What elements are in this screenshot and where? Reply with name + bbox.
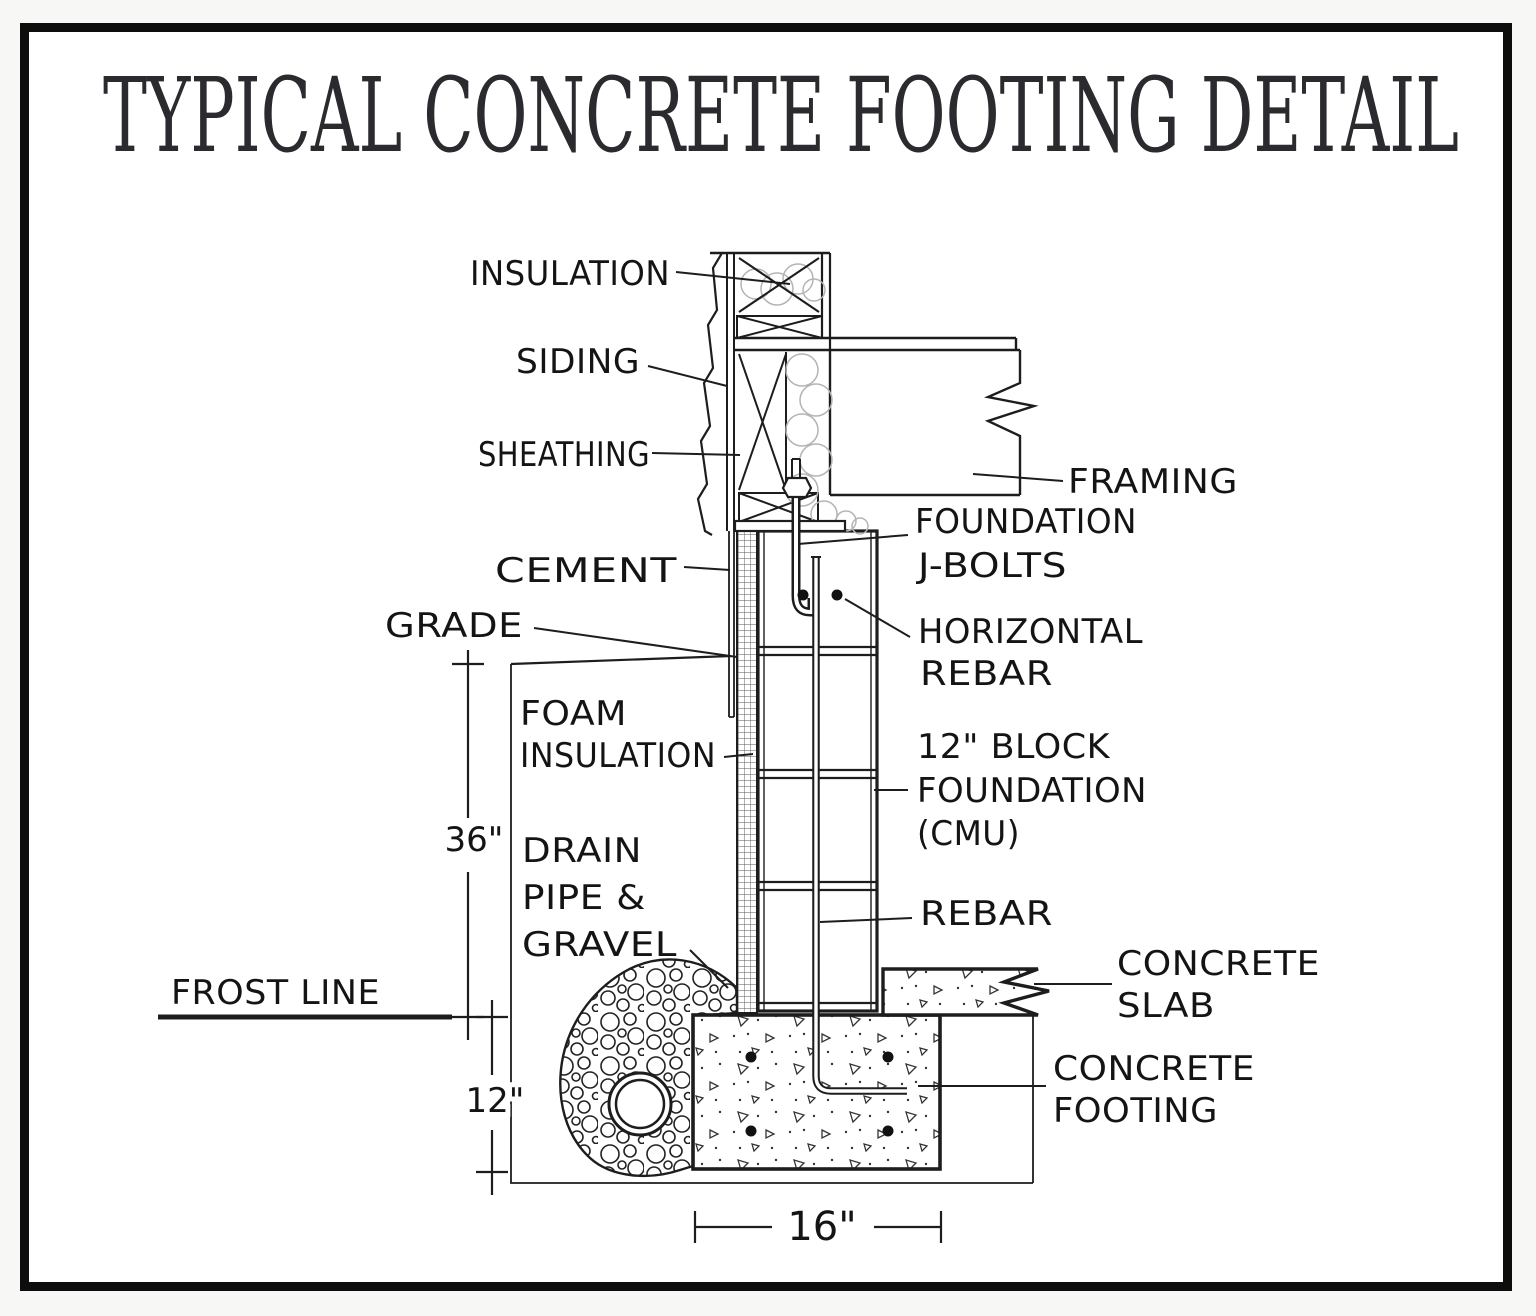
leader-rebar <box>819 917 913 923</box>
svg-text:CONCRETE: CONCRETE <box>1053 1049 1255 1089</box>
grade-line <box>510 654 732 666</box>
svg-text:DRAIN: DRAIN <box>522 831 642 871</box>
label-concrete-footing: CONCRETE FOOTING <box>918 1049 1255 1131</box>
cement-parge <box>728 531 735 718</box>
svg-text:PIPE &: PIPE & <box>522 878 646 918</box>
anchor-nut <box>781 476 813 499</box>
svg-text:REBAR: REBAR <box>920 894 1053 934</box>
drain-pipe <box>607 1071 673 1137</box>
label-horizontal-rebar: HORIZONTAL REBAR <box>844 598 1143 694</box>
leader-cement <box>683 566 731 571</box>
wood-wall <box>696 251 1039 536</box>
leader-sheathing <box>651 452 741 456</box>
svg-text:INSULATION: INSULATION <box>520 736 716 776</box>
sheathing-layer <box>726 253 735 531</box>
svg-text:FOUNDATION: FOUNDATION <box>917 771 1147 811</box>
page-title: TYPICAL CONCRETE FOOTING DETAIL <box>103 56 1459 176</box>
svg-text:FRAMING: FRAMING <box>1068 462 1238 502</box>
svg-text:HORIZONTAL: HORIZONTAL <box>918 612 1143 652</box>
leader-grade <box>533 627 738 658</box>
leader-insulation <box>675 271 791 285</box>
dim-text-12: 12" <box>466 1081 525 1121</box>
leader-framing <box>972 473 1064 482</box>
svg-text:GRAVEL: GRAVEL <box>522 925 677 965</box>
label-framing: FRAMING <box>972 462 1238 502</box>
label-siding: SIDING <box>516 342 728 387</box>
svg-text:GRADE: GRADE <box>385 606 523 646</box>
svg-text:FROST LINE: FROST LINE <box>171 973 380 1013</box>
svg-text:J-BOLTS: J-BOLTS <box>916 546 1067 586</box>
leader-horizontal-rebar <box>844 598 911 638</box>
label-sheathing: SHEATHING <box>478 435 741 475</box>
svg-text:FOUNDATION: FOUNDATION <box>915 502 1137 542</box>
label-block-foundation: 12" BLOCK FOUNDATION (CMU) <box>874 727 1147 854</box>
svg-text:CEMENT: CEMENT <box>495 551 677 591</box>
stud-bracing <box>738 352 787 493</box>
subfloor-band <box>734 336 1020 352</box>
dimension-12 <box>476 1000 508 1195</box>
dimension-16 <box>693 1211 943 1243</box>
section-drawing <box>158 251 1050 1243</box>
vertical-rebar <box>811 556 907 1095</box>
dimension-36 <box>452 650 484 1040</box>
leader-foundation-j-bolts <box>797 534 909 545</box>
label-cement: CEMENT <box>495 551 731 591</box>
dim-text-36: 36" <box>445 820 504 860</box>
label-drain-pipe-gravel: DRAIN PIPE & GRAVEL <box>522 831 729 989</box>
label-concrete-slab: CONCRETE SLAB <box>1034 944 1320 1026</box>
svg-text:12" BLOCK: 12" BLOCK <box>917 727 1111 767</box>
dim-text-16: 16" <box>787 1204 856 1250</box>
svg-text:INSULATION: INSULATION <box>470 254 670 294</box>
svg-text:REBAR: REBAR <box>920 654 1053 694</box>
excavation-line <box>510 664 1034 1184</box>
leader-drain-pipe-gravel <box>689 949 729 989</box>
batt-insulation <box>740 263 869 535</box>
dimensions <box>158 650 943 1243</box>
label-foundation-j-bolts: FOUNDATION J-BOLTS <box>797 502 1137 586</box>
footing-rebar-dots <box>745 1051 894 1137</box>
label-foam-insulation: FOAM INSULATION <box>520 694 754 776</box>
label-grade: GRADE <box>385 606 738 658</box>
svg-text:FOAM: FOAM <box>520 694 627 734</box>
callout-labels: INSULATION SIDING SHEATHING FRAMING FOUN… <box>171 254 1320 1131</box>
j-bolt <box>781 458 817 617</box>
svg-text:SHEATHING: SHEATHING <box>478 435 650 475</box>
label-frost-line: FROST LINE <box>171 973 380 1013</box>
svg-text:SLAB: SLAB <box>1117 986 1215 1026</box>
floor-framing <box>828 350 1039 497</box>
horizontal-rebar-dots <box>797 589 843 601</box>
foam-insulation-layer <box>736 530 758 1014</box>
svg-text:CONCRETE: CONCRETE <box>1117 944 1320 984</box>
svg-text:FOOTING: FOOTING <box>1053 1091 1218 1131</box>
siding-profile <box>696 252 723 536</box>
leader-foam-insulation <box>723 753 754 758</box>
concrete-slab-shape <box>881 967 1050 1017</box>
svg-text:SIDING: SIDING <box>516 342 640 382</box>
leader-siding <box>647 365 728 387</box>
label-rebar: REBAR <box>819 894 1053 934</box>
svg-text:(CMU): (CMU) <box>917 814 1020 854</box>
sill-plate <box>733 519 847 533</box>
label-insulation: INSULATION <box>470 254 791 294</box>
